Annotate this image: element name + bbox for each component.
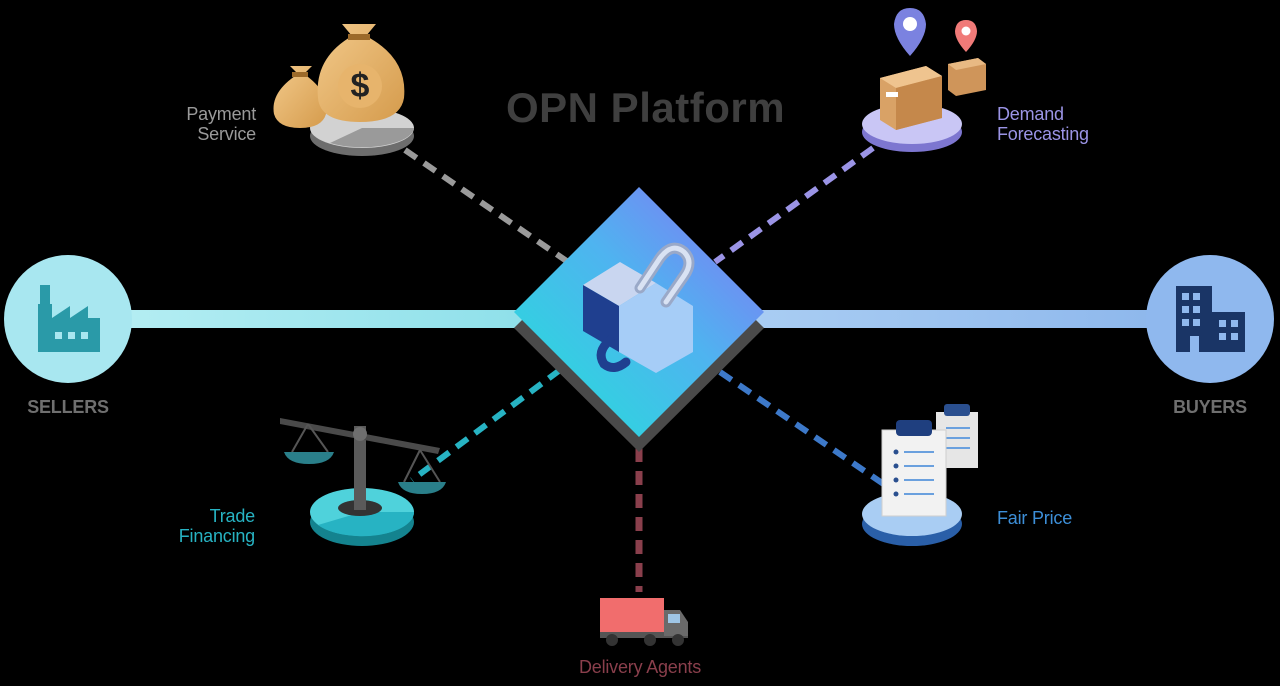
money-bags-icon: $: [273, 24, 405, 128]
demand-connector: [713, 145, 875, 265]
trade-label-line2: Financing: [178, 526, 255, 546]
fair-price-connector: [718, 369, 887, 488]
fair-price-label: Fair Price: [997, 508, 1073, 528]
trade-connector: [410, 367, 562, 483]
demand-node: [862, 8, 986, 152]
delivery-node: [600, 598, 688, 646]
trade-label: Trade Financing: [140, 506, 255, 546]
delivery-truck-icon: [600, 598, 688, 646]
chain-link-cube-icon: [583, 242, 695, 373]
boxes-location-icon: [880, 8, 986, 130]
demand-label-line1: Demand: [997, 104, 1064, 124]
delivery-label: Delivery Agents: [578, 657, 702, 677]
hub-diamond: [514, 187, 764, 452]
buyers-label: BUYERS: [1173, 397, 1247, 417]
trade-node: [280, 418, 446, 546]
fair-price-node: [862, 404, 978, 546]
svg-text:$: $: [351, 67, 370, 105]
payment-label-line1: Payment: [186, 104, 256, 124]
sellers-label: SELLERS: [27, 397, 109, 417]
sellers-connector: [110, 310, 525, 328]
payment-node: $: [273, 24, 414, 156]
payment-label-line2: Service: [197, 124, 256, 144]
buyers-node: [1146, 255, 1274, 383]
sellers-node: [4, 255, 132, 383]
page-title: OPN Platform: [506, 84, 786, 131]
connector-lines: [110, 145, 1170, 592]
payment-connector: [403, 147, 570, 265]
clipboard-icon: [881, 404, 978, 517]
trade-label-line1: Trade: [209, 506, 256, 526]
balance-scale-icon: [280, 418, 446, 516]
demand-label-line2: Forecasting: [997, 124, 1089, 144]
demand-label: Demand Forecasting: [997, 104, 1137, 144]
office-building-icon: [1176, 286, 1245, 352]
buyers-connector: [755, 310, 1170, 328]
factory-icon: [38, 285, 100, 352]
payment-label: Payment Service: [150, 104, 256, 144]
